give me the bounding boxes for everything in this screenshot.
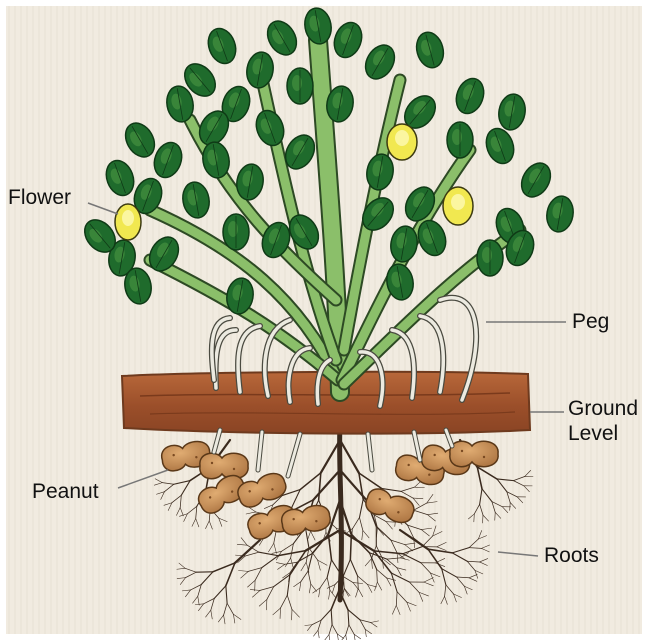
- leaf: [477, 240, 503, 276]
- label-peanut: Peanut: [32, 480, 99, 504]
- flower-top: [387, 124, 417, 160]
- leaf: [287, 68, 313, 104]
- peanut-pod: [200, 453, 248, 478]
- flower-right: [443, 187, 473, 225]
- root: [337, 634, 343, 638]
- leaf: [447, 122, 473, 158]
- root: [354, 634, 360, 638]
- leaf: [223, 214, 249, 250]
- root: [324, 635, 329, 640]
- root: [346, 635, 347, 640]
- root: [329, 635, 330, 640]
- label-ground-level: Ground Level: [568, 396, 646, 446]
- label-flower: Flower: [8, 186, 71, 210]
- peanut-pod: [450, 441, 498, 466]
- flower-left: [115, 204, 141, 240]
- label-roots: Roots: [544, 544, 599, 568]
- root: [339, 560, 340, 590]
- label-peg: Peg: [572, 310, 609, 334]
